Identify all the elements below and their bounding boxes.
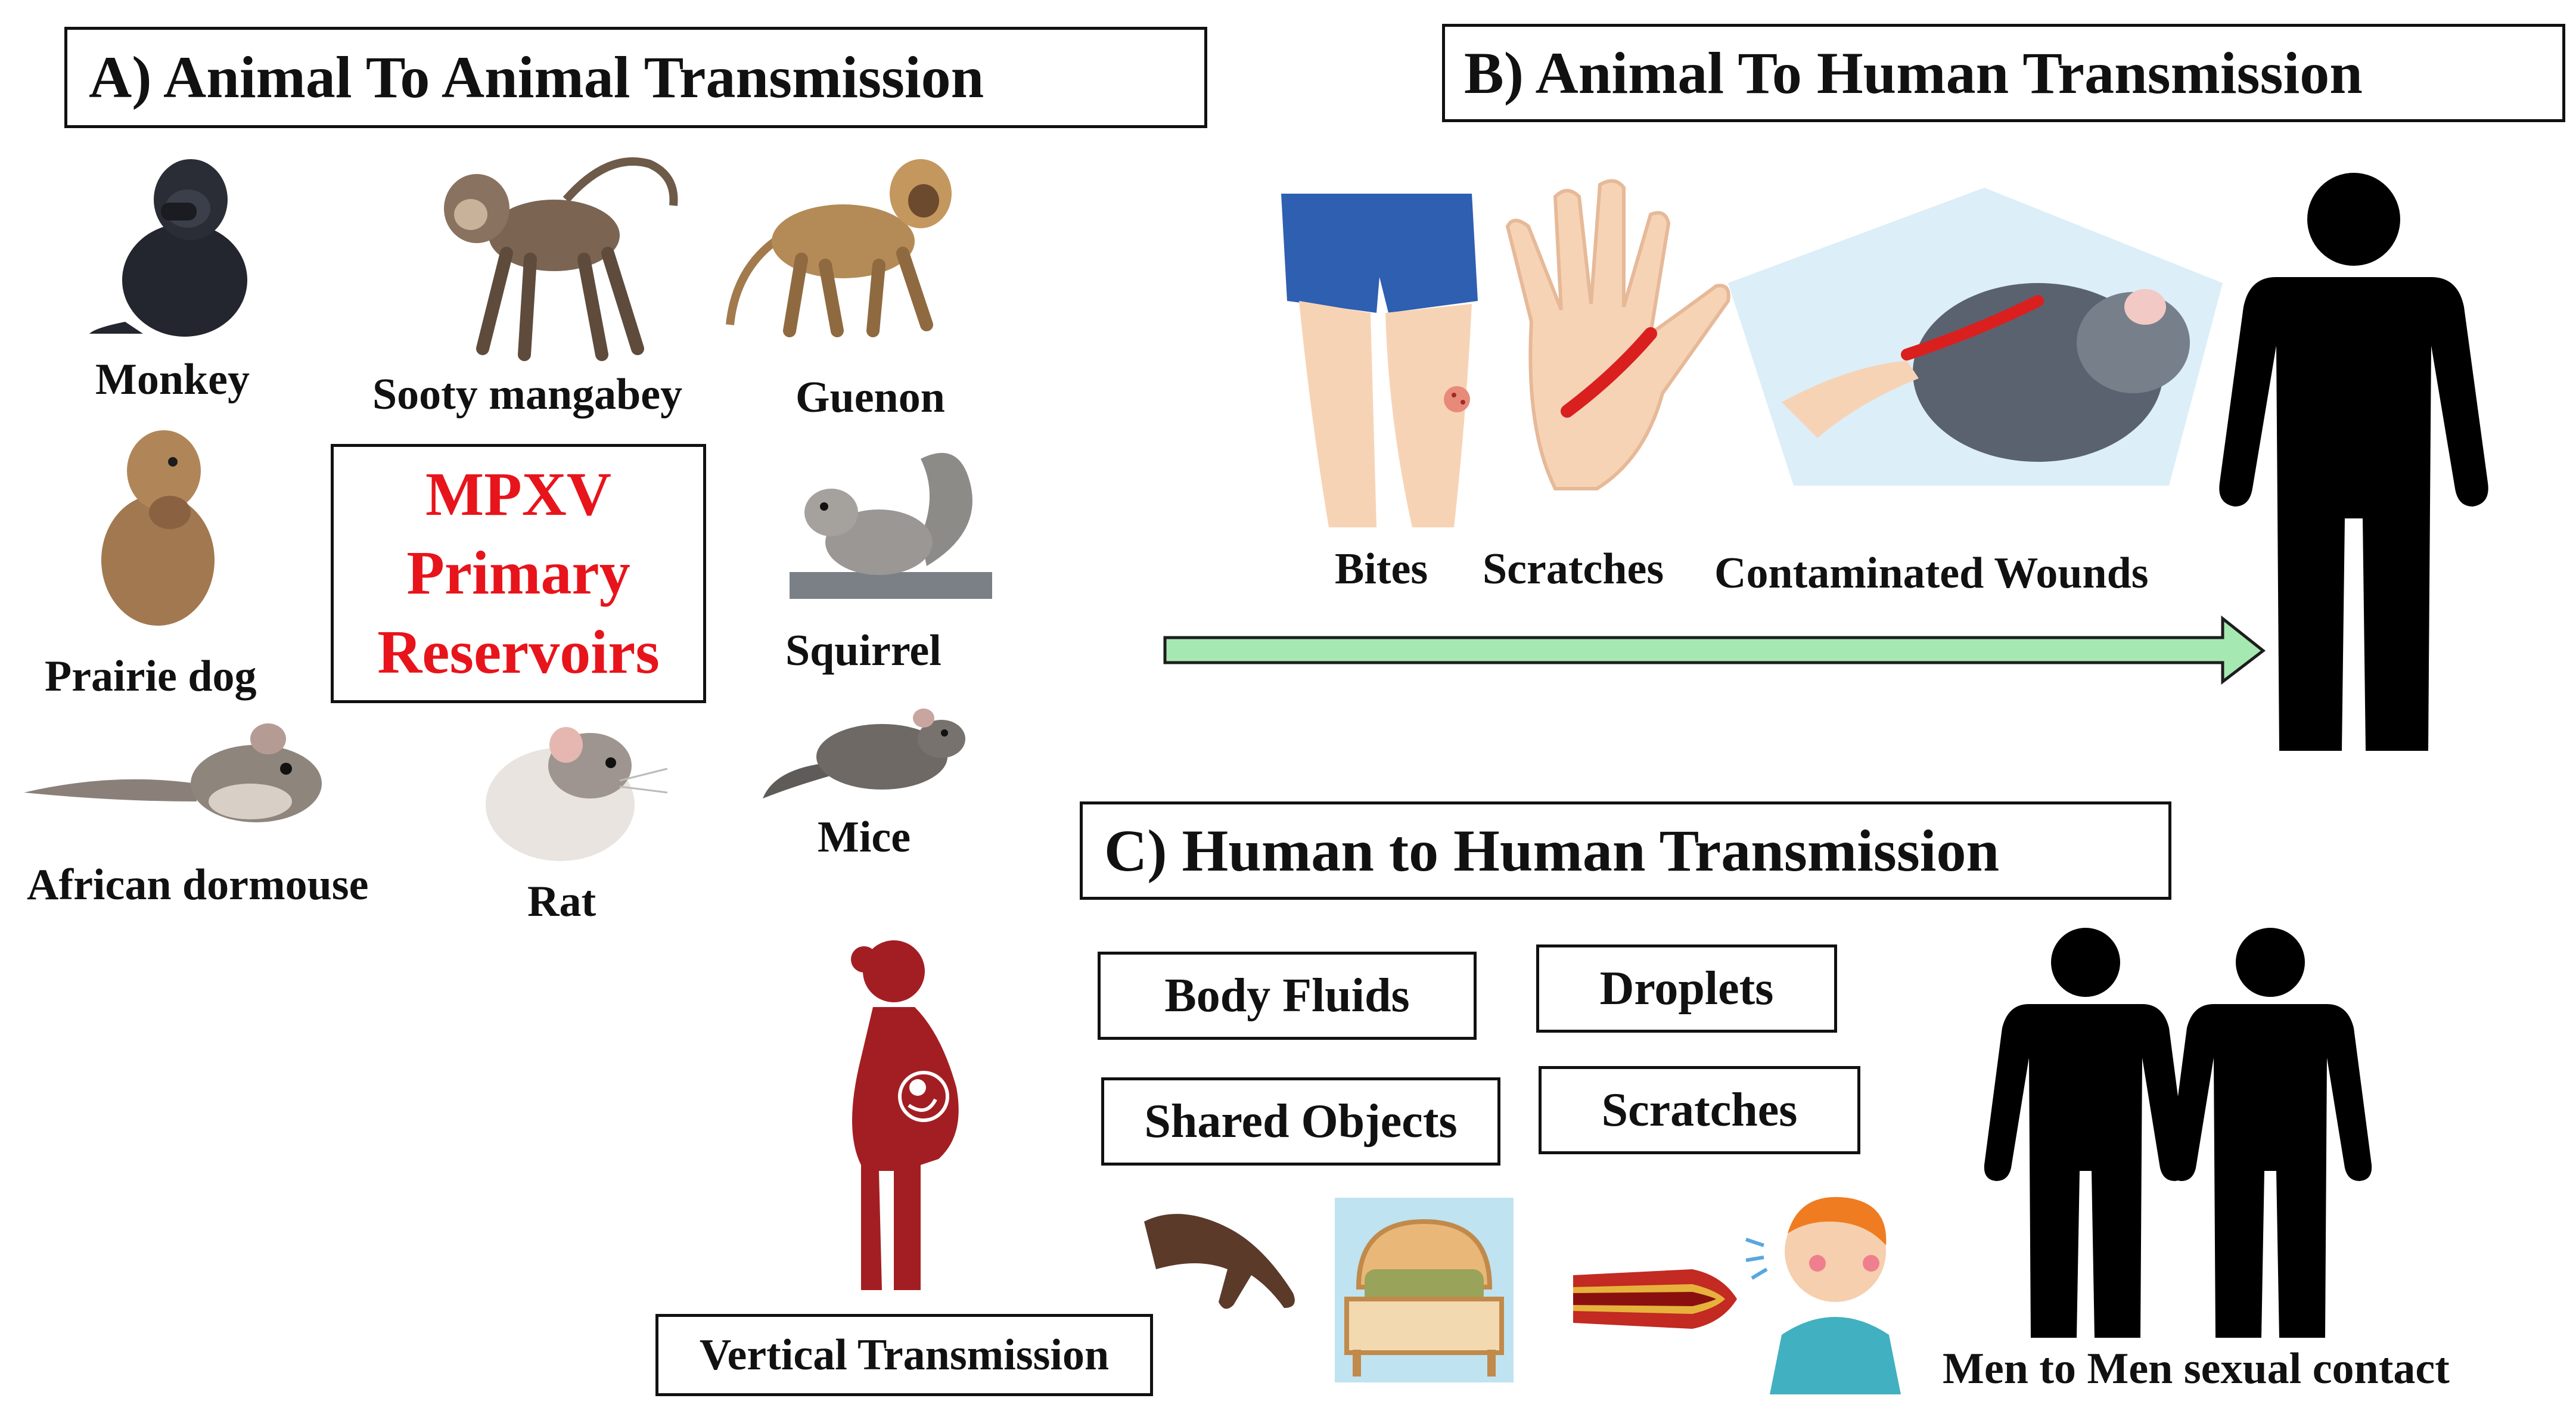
contaminated-wounds-image [1728, 188, 2223, 486]
squirrel-label: Squirrel [785, 626, 941, 675]
panel-c-title: C) Human to Human Transmission [1104, 817, 2000, 884]
scratches-tag: Scratches [1539, 1066, 1860, 1154]
sooty-mangabey-label: Sooty mangabey [372, 370, 683, 419]
african-dormouse-label: African dormouse [27, 860, 369, 909]
reservoir-line-3: Reservoirs [377, 617, 660, 686]
transmission-arrow [1163, 615, 2266, 685]
panel-c-title-box: C) Human to Human Transmission [1080, 801, 2171, 900]
body-fluids-tag: Body Fluids [1098, 952, 1477, 1040]
guenon-image [726, 159, 952, 337]
panel-b-title-box: B) Animal To Human Transmission [1442, 24, 2565, 122]
contaminated-wounds-label: Contaminated Wounds [1714, 549, 2149, 598]
panel-a-title: A) Animal To Animal Transmission [89, 44, 984, 110]
reservoir-line-2: Primary [406, 539, 630, 608]
panel-a-title-box: A) Animal To Animal Transmission [64, 27, 1207, 128]
scratches-label: Scratches [1483, 545, 1664, 594]
rat-label: Rat [527, 877, 596, 926]
reservoir-line-1: MPXV [425, 460, 611, 529]
panel-b-title: B) Animal To Human Transmission [1464, 39, 2363, 106]
monkey-image [89, 159, 247, 337]
prairie-dog-label: Prairie dog [45, 652, 257, 701]
bites-label: Bites [1335, 545, 1428, 594]
monkey-label: Monkey [95, 355, 250, 404]
vertical-transmission-tag: Vertical Transmission [655, 1314, 1153, 1396]
guenon-label: Guenon [796, 373, 945, 422]
touch-hand-image [1144, 1214, 1295, 1309]
reservoir-box: MPXV Primary Reservoirs [331, 444, 706, 703]
sneezing-child-image [1745, 1197, 1901, 1394]
droplets-tag: Droplets [1536, 944, 1837, 1033]
sooty-mangabey-image [444, 157, 678, 361]
mice-image [763, 709, 965, 798]
blood-vessel-image [1573, 1269, 1737, 1329]
prairie-dog-image [101, 430, 215, 626]
men-pair-icon [1984, 928, 2372, 1338]
pregnant-woman-icon [851, 940, 959, 1290]
shared-objects-tag: Shared Objects [1101, 1077, 1500, 1166]
squirrel-image [790, 453, 992, 599]
human-figure-icon [2219, 173, 2488, 751]
mice-label: Mice [818, 813, 911, 862]
rat-image [486, 727, 668, 861]
african-dormouse-image [24, 723, 322, 822]
men-sexual-contact-label: Men to Men sexual contact [1943, 1344, 2450, 1393]
bites-image [1281, 194, 1478, 527]
scratches-hand-image [1505, 179, 1730, 490]
bed-image [1335, 1198, 1514, 1382]
